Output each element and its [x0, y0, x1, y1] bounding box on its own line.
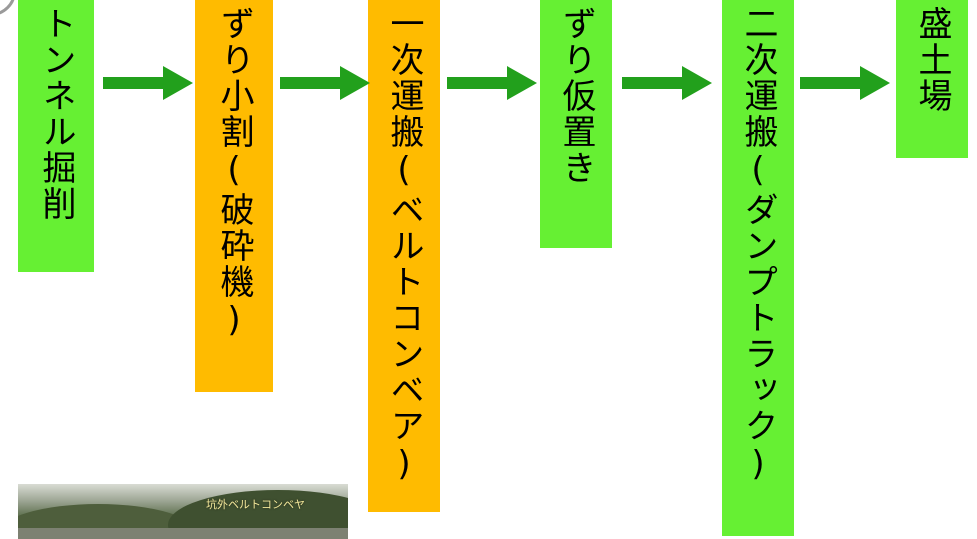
arrow-icon	[103, 66, 193, 100]
corner-circle-decoration	[0, 0, 16, 16]
step-primary-transport: 一次運搬(ベルトコンベア)	[368, 0, 440, 512]
arrow-icon	[280, 66, 370, 100]
step-label: トンネル掘削	[36, 6, 76, 222]
step-muck-crushing: ずり小割(破砕機)	[195, 0, 273, 392]
step-label: 一次運搬(ベルトコンベア)	[384, 6, 424, 486]
step-secondary-transport: 二次運搬(ダンプトラック)	[722, 0, 794, 536]
step-label: 二次運搬(ダンプトラック)	[738, 6, 778, 486]
arrow-icon	[447, 66, 537, 100]
arrow-icon	[622, 66, 712, 100]
belt-conveyor-photo: 坑外ベルトコンベヤ	[18, 484, 348, 539]
step-tunnel-excavation: トンネル掘削	[18, 0, 94, 272]
step-embankment-site: 盛土場	[896, 0, 968, 158]
arrow-icon	[800, 66, 890, 100]
photo-caption: 坑外ベルトコンベヤ	[206, 498, 305, 511]
step-label: ずり小割(破砕機)	[214, 6, 254, 342]
step-label: 盛土場	[912, 6, 952, 114]
step-label: ずり仮置き	[556, 6, 596, 186]
step-muck-temporary-storage: ずり仮置き	[540, 0, 612, 248]
